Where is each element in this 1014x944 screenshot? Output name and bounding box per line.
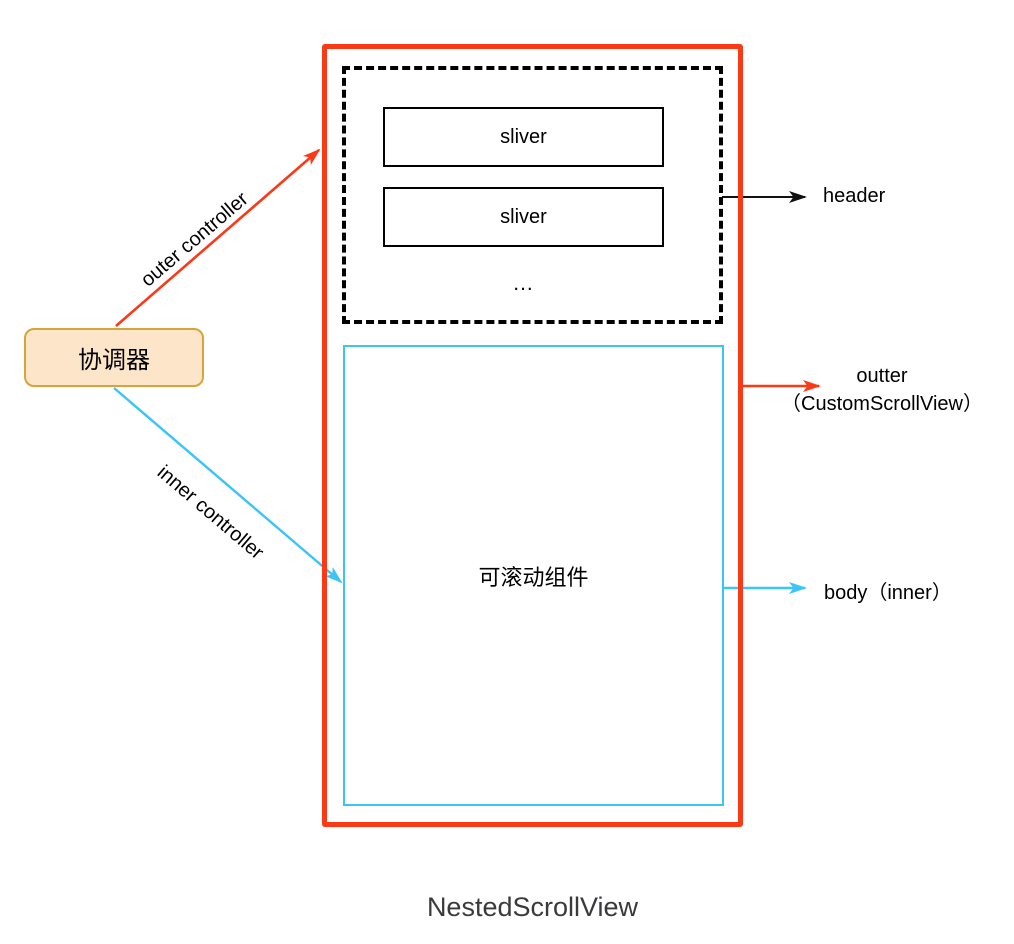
nested-scroll-view-box: [322, 44, 743, 827]
sliver-box-1: sliver: [383, 107, 664, 167]
outter-annotation: outter （CustomScrollView）: [762, 362, 1002, 418]
inner-controller-label: inner controller: [152, 461, 268, 564]
coordinator-label: 协调器: [78, 347, 150, 374]
coordinator-box: 协调器: [24, 328, 204, 387]
header-dashed-box: [342, 66, 723, 324]
body-box-label: 可滚动组件: [478, 564, 589, 590]
diagram-title: NestedScrollView: [426, 892, 639, 922]
outer-controller-arrow: [115, 148, 321, 327]
sliver-label-1: sliver: [500, 125, 547, 148]
sliver-box-2: sliver: [383, 187, 664, 247]
header-annotation: header: [823, 185, 886, 207]
outter-annotation-line2: （CustomScrollView）: [781, 393, 983, 415]
sliver-ellipsis: ...: [513, 272, 534, 295]
outer-controller-label: outer controller: [136, 187, 253, 292]
body-annotation: body（inner）: [824, 582, 952, 604]
inner-controller-arrow: [113, 387, 343, 584]
outter-annotation-line1: outter: [856, 365, 908, 387]
body-box: 可滚动组件: [343, 345, 724, 806]
sliver-label-2: sliver: [500, 205, 547, 228]
